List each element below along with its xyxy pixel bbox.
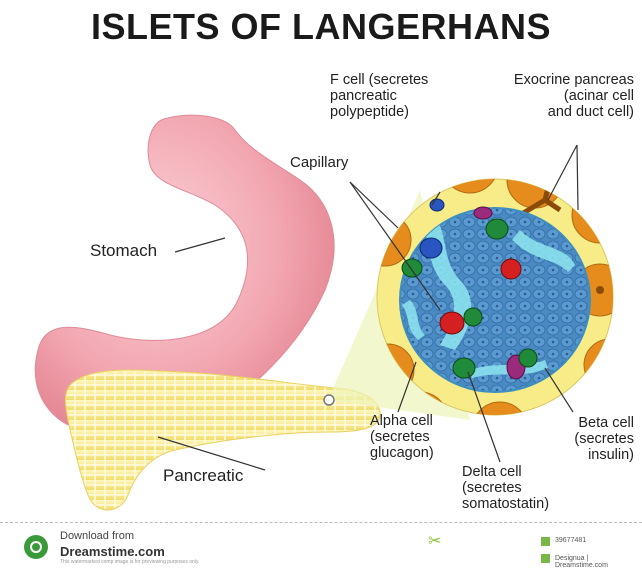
label-capillary: Capillary (290, 155, 348, 171)
footer-note: This watermarked comp image is for previ… (60, 559, 199, 565)
alpha-cell (402, 259, 422, 277)
scissors-icon: ✂ (428, 531, 441, 551)
f-cell (474, 207, 492, 219)
footer-image-id: 39677481 (555, 537, 586, 544)
id-icon (541, 537, 550, 546)
footer-download-text: Download from (60, 530, 134, 542)
beta-cell (501, 259, 521, 279)
author-icon (541, 554, 550, 563)
beta-cell (440, 312, 464, 334)
label-pancreatic: Pancreatic (163, 468, 243, 484)
alpha-cell (464, 308, 482, 326)
footer-divider (0, 522, 642, 523)
footer-site-link[interactable]: Dreamstime.com (60, 544, 165, 559)
alpha-cell (453, 358, 475, 378)
islet-location-marker (324, 395, 334, 405)
alpha-cell (519, 349, 537, 367)
footer-author: Designua | Dreamstime.com (555, 555, 642, 569)
delta-cell (420, 238, 442, 258)
dreamstime-logo-icon (24, 535, 48, 559)
alpha-cell (486, 219, 508, 239)
label-stomach: Stomach (90, 243, 157, 259)
